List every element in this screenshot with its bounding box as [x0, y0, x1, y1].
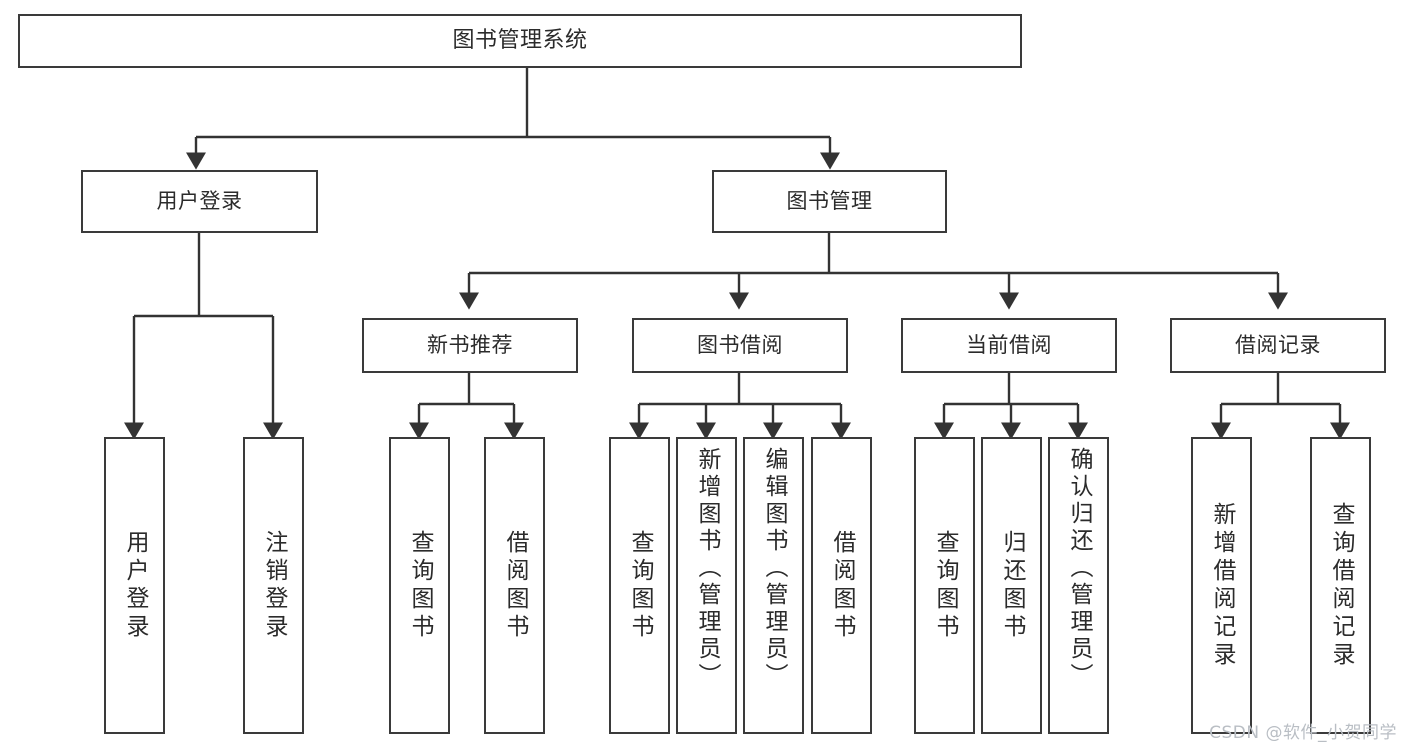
node-leaf-logout-login[interactable]: 注销登录	[243, 437, 304, 734]
node-leaf-confirm-return[interactable]: 确认归还（管理员）	[1048, 437, 1109, 734]
node-leaf-query-record-label: 查询借阅记录	[1328, 501, 1354, 670]
node-leaf-edit-book[interactable]: 编辑图书（管理员）	[743, 437, 804, 734]
node-leaf-borrow-book-2-label: 借阅图书	[829, 529, 855, 642]
node-leaf-query-book-1-label: 查询图书	[407, 529, 433, 642]
node-leaf-logout-login-label: 注销登录	[261, 529, 287, 642]
node-leaf-query-book-3[interactable]: 查询图书	[914, 437, 975, 734]
node-new-book-recommend-label: 新书推荐	[427, 332, 513, 357]
node-leaf-return-book[interactable]: 归还图书	[981, 437, 1042, 734]
node-leaf-borrow-book-2[interactable]: 借阅图书	[811, 437, 872, 734]
node-root[interactable]: 图书管理系统	[18, 14, 1022, 68]
node-root-label: 图书管理系统	[452, 27, 588, 53]
node-leaf-borrow-book-1-label: 借阅图书	[502, 529, 528, 642]
node-book-borrow[interactable]: 图书借阅	[632, 318, 848, 373]
node-leaf-borrow-book-1[interactable]: 借阅图书	[484, 437, 545, 734]
node-leaf-return-book-label: 归还图书	[999, 529, 1025, 642]
node-user-login-label: 用户登录	[156, 188, 243, 213]
node-borrow-record-label: 借阅记录	[1235, 332, 1321, 357]
node-user-login[interactable]: 用户登录	[81, 170, 318, 233]
node-leaf-query-book-2-label: 查询图书	[627, 529, 653, 642]
node-book-manage[interactable]: 图书管理	[712, 170, 947, 233]
node-leaf-user-login-label: 用户登录	[122, 529, 148, 642]
node-current-borrow[interactable]: 当前借阅	[901, 318, 1117, 373]
node-leaf-add-book-label: 新增图书（管理员）	[694, 447, 720, 690]
node-book-borrow-label: 图书借阅	[697, 332, 783, 357]
node-book-manage-label: 图书管理	[786, 188, 873, 213]
node-leaf-confirm-return-label: 确认归还（管理员）	[1066, 447, 1092, 690]
watermark-text: CSDN @软件_小贺同学	[1209, 723, 1397, 743]
node-new-book-recommend[interactable]: 新书推荐	[362, 318, 578, 373]
node-leaf-add-book[interactable]: 新增图书（管理员）	[676, 437, 737, 734]
node-leaf-query-book-2[interactable]: 查询图书	[609, 437, 670, 734]
node-borrow-record[interactable]: 借阅记录	[1170, 318, 1386, 373]
node-leaf-user-login[interactable]: 用户登录	[104, 437, 165, 734]
node-leaf-edit-book-label: 编辑图书（管理员）	[761, 447, 787, 690]
node-current-borrow-label: 当前借阅	[966, 332, 1052, 357]
node-leaf-add-record-label: 新增借阅记录	[1209, 501, 1235, 670]
node-leaf-query-book-3-label: 查询图书	[932, 529, 958, 642]
node-leaf-query-book-1[interactable]: 查询图书	[389, 437, 450, 734]
node-leaf-add-record[interactable]: 新增借阅记录	[1191, 437, 1252, 734]
node-leaf-query-record[interactable]: 查询借阅记录	[1310, 437, 1371, 734]
